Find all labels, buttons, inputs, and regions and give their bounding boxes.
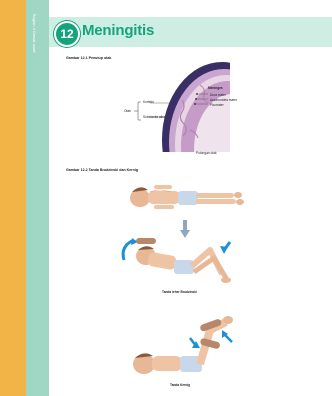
- child-lying-illustration: [126, 180, 250, 214]
- label-brain-section: Potongan otak: [196, 151, 217, 155]
- figure-2-caption: Gambar 12.2 Tanda Brudzinski dan Kernig: [66, 168, 138, 172]
- label-cortex: Korteks: [143, 100, 154, 104]
- chapter-title: Meningitis: [82, 22, 154, 39]
- label-dura-mater: Dura mater: [210, 93, 226, 97]
- kernig-label: Tanda Kernig: [170, 383, 190, 387]
- brudzinski-illustration: [118, 236, 250, 288]
- label-pia-mater: Pia mater: [210, 103, 224, 107]
- label-brain: Otak: [124, 109, 131, 113]
- label-arachnoid-mater: Arachnoidea mater: [210, 98, 237, 102]
- kernig-illustration: [130, 308, 240, 380]
- label-white-matter: Substantia alba: [143, 115, 165, 119]
- figure-1-caption: Gambar 12.1 Penutup otak: [66, 56, 111, 60]
- brain-bracket: [134, 101, 142, 121]
- meninges-heading: Meninges: [208, 86, 223, 90]
- brudzinski-label: Tanda leher Brudzinski: [162, 290, 197, 294]
- side-strip: [26, 0, 49, 396]
- running-head: Bagian 4 Gawat saraf: [32, 14, 37, 52]
- chapter-number-badge: 12: [54, 21, 80, 47]
